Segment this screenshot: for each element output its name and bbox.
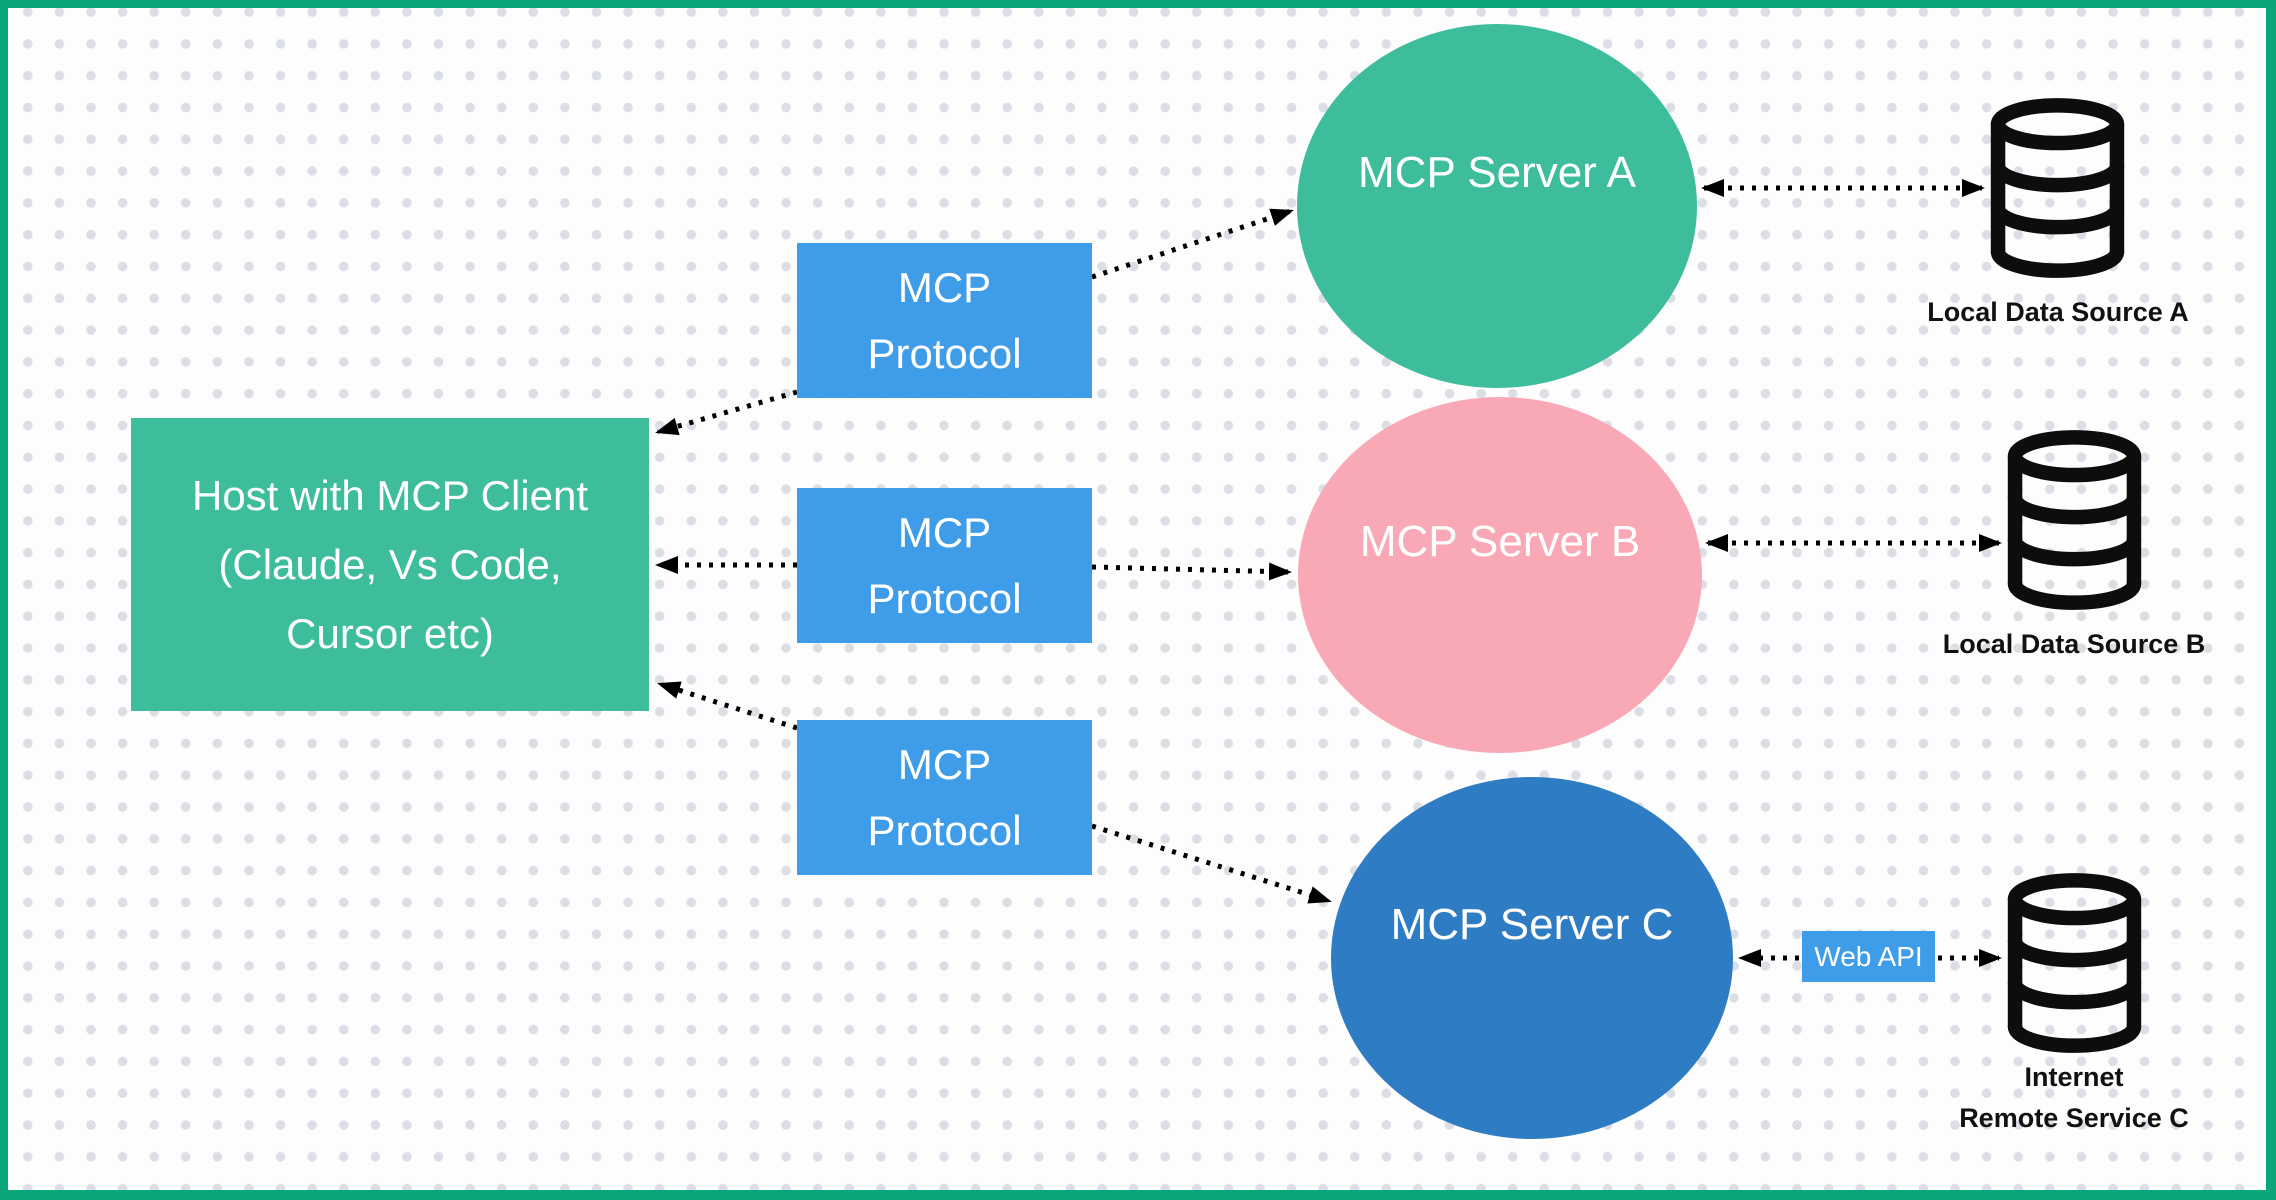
mcp-protocol-node-2: MCP Protocol: [797, 488, 1092, 643]
local-data-source-a-label: Local Data Source A: [1927, 297, 2189, 327]
remote-service-label-line: Internet: [2024, 1062, 2124, 1092]
web-api-label: Web API: [1814, 940, 1923, 972]
mcp-server-a-node: MCP Server A: [1297, 24, 1697, 388]
protocol-label-line: Protocol: [867, 574, 1022, 622]
mcp-protocol-node-1: MCP Protocol: [797, 243, 1092, 398]
server-c-label: MCP Server C: [1390, 900, 1674, 949]
mcp-server-c-node: MCP Server C: [1331, 777, 1733, 1139]
edge-protocol2-server-b: [1091, 562, 1292, 581]
protocol-label-line: Protocol: [867, 329, 1022, 377]
mcp-server-b-node: MCP Server B: [1298, 397, 1702, 753]
server-b-label: MCP Server B: [1359, 517, 1641, 566]
host-label-line: Cursor etc): [286, 610, 494, 657]
web-api-node: Web API: [1802, 931, 1935, 982]
host-label-line: Host with MCP Client: [191, 472, 588, 519]
host-with-mcp-client-node: Host with MCP Client (Claude, Vs Code, C…: [131, 418, 649, 711]
database-icon: [2002, 430, 2147, 610]
server-a-label: MCP Server A: [1358, 148, 1636, 197]
internet-remote-service-c-label: Internet Remote Service C: [1884, 1057, 2264, 1139]
edge-protocol1-host: [655, 389, 798, 436]
protocol-label-line: Protocol: [867, 806, 1022, 854]
mcp-protocol-node-3: MCP Protocol: [797, 720, 1092, 875]
remote-service-label-line: Remote Service C: [1959, 1103, 2189, 1133]
edge-protocol3-server-c: [1091, 823, 1332, 904]
local-data-source-b-label: Local Data Source B: [1942, 629, 2206, 659]
edge-protocol3-host: [657, 681, 798, 731]
edge-protocol1-server-a: [1091, 208, 1294, 280]
protocol-label-line: MCP: [897, 740, 992, 788]
protocol-label-line: MCP: [897, 263, 992, 311]
host-label-line: (Claude, Vs Code,: [218, 541, 562, 588]
database-icon: [1985, 98, 2130, 278]
protocol-label-line: MCP: [897, 508, 992, 556]
database-icon: [2002, 873, 2147, 1053]
